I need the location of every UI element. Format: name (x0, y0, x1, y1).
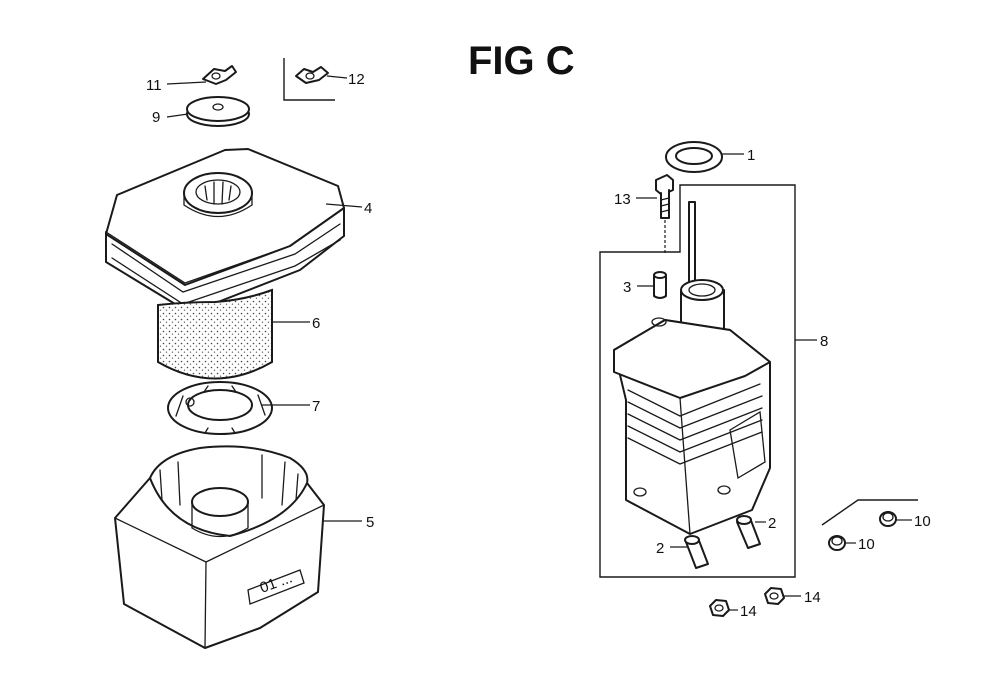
callout-10-b: 10 (914, 513, 931, 530)
cap-part-10-b (879, 511, 897, 527)
figure-title: FIG C (468, 39, 575, 83)
gasket-part-7 (167, 381, 273, 435)
leader-lines (166, 75, 912, 611)
callout-9: 9 (152, 109, 160, 126)
callout-14-b: 14 (804, 589, 821, 606)
callout-2-b: 2 (656, 540, 664, 557)
wing-nut-part-11 (202, 65, 237, 85)
callout-5: 5 (366, 514, 374, 531)
callout-13: 13 (614, 191, 631, 208)
callout-10-a: 10 (858, 536, 875, 553)
sleeve-part-2-a (736, 515, 761, 549)
nut-part-14-a (709, 599, 730, 617)
callout-11: 11 (146, 77, 162, 94)
wing-nut-part-12 (295, 66, 329, 84)
callout-14-a: 14 (740, 603, 757, 620)
assembly-frame-part-8 (599, 184, 796, 578)
callout-8: 8 (820, 333, 828, 350)
case-part-5: 01 ... (114, 445, 325, 649)
callout-7: 7 (312, 398, 320, 415)
bolt-part-13 (655, 174, 674, 219)
callout-6: 6 (312, 315, 320, 332)
nut-part-14-b (764, 587, 785, 605)
foam-element-part-6 (157, 288, 273, 380)
callout-1: 1 (747, 147, 755, 164)
cover-part-4 (105, 148, 345, 310)
callout-2-a: 2 (768, 515, 776, 532)
alt-part-bracket (283, 58, 335, 101)
sleeve-part-2-b (684, 535, 709, 569)
callout-12: 12 (348, 71, 365, 88)
alt-part-bracket-10 (821, 499, 918, 526)
pin-part-3 (653, 271, 667, 299)
callout-3: 3 (623, 279, 631, 296)
muffler-part-8 (613, 201, 771, 535)
gasket-part-1 (665, 141, 723, 173)
cap-part-10-a (828, 535, 846, 551)
washer-part-9 (186, 96, 250, 127)
callout-4: 4 (364, 200, 372, 217)
